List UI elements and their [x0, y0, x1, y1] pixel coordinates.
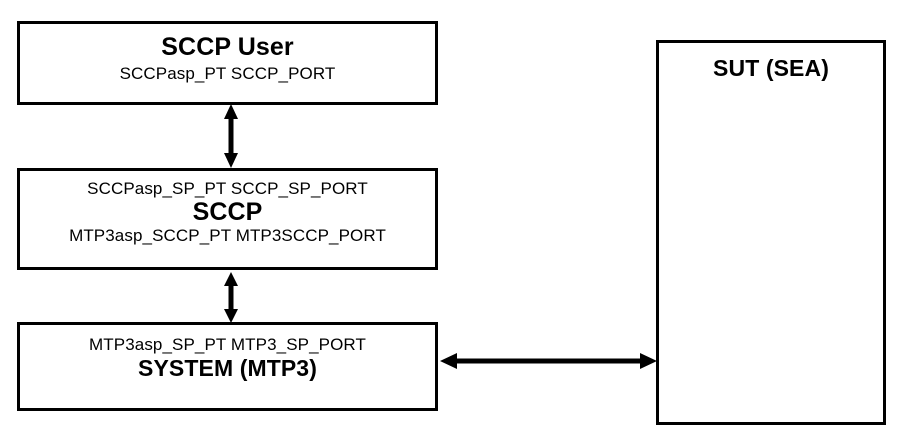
node-sccp-user[interactable]: SCCP User SCCPasp_PT SCCP_PORT [17, 21, 438, 105]
double-arrow-vertical-icon [224, 104, 238, 168]
connector-sccp-to-system [216, 269, 246, 325]
double-arrow-vertical-icon [224, 272, 238, 323]
node-sccp[interactable]: SCCPasp_SP_PT SCCP_SP_PORT SCCP MTP3asp_… [17, 168, 438, 270]
node-sccp-ports-upper: SCCPasp_SP_PT SCCP_SP_PORT [87, 179, 368, 198]
node-sccp-user-title: SCCP User [161, 33, 294, 61]
node-sut-sea-title: SUT (SEA) [713, 55, 829, 81]
node-sccp-title: SCCP [192, 197, 263, 226]
node-system-mtp3-title: SYSTEM (MTP3) [138, 354, 317, 381]
connector-system-to-sut [437, 346, 659, 376]
node-system-mtp3[interactable]: MTP3asp_SP_PT MTP3_SP_PORT SYSTEM (MTP3) [17, 322, 438, 411]
node-sccp-ports-lower: MTP3asp_SCCP_PT MTP3SCCP_PORT [69, 226, 386, 246]
connector-sccp-user-to-sccp [216, 103, 246, 169]
node-system-mtp3-ports: MTP3asp_SP_PT MTP3_SP_PORT [89, 335, 366, 354]
double-arrow-horizontal-icon [440, 353, 657, 369]
node-sut-sea[interactable]: SUT (SEA) [656, 40, 886, 425]
node-sccp-user-ports: SCCPasp_PT SCCP_PORT [119, 64, 336, 84]
